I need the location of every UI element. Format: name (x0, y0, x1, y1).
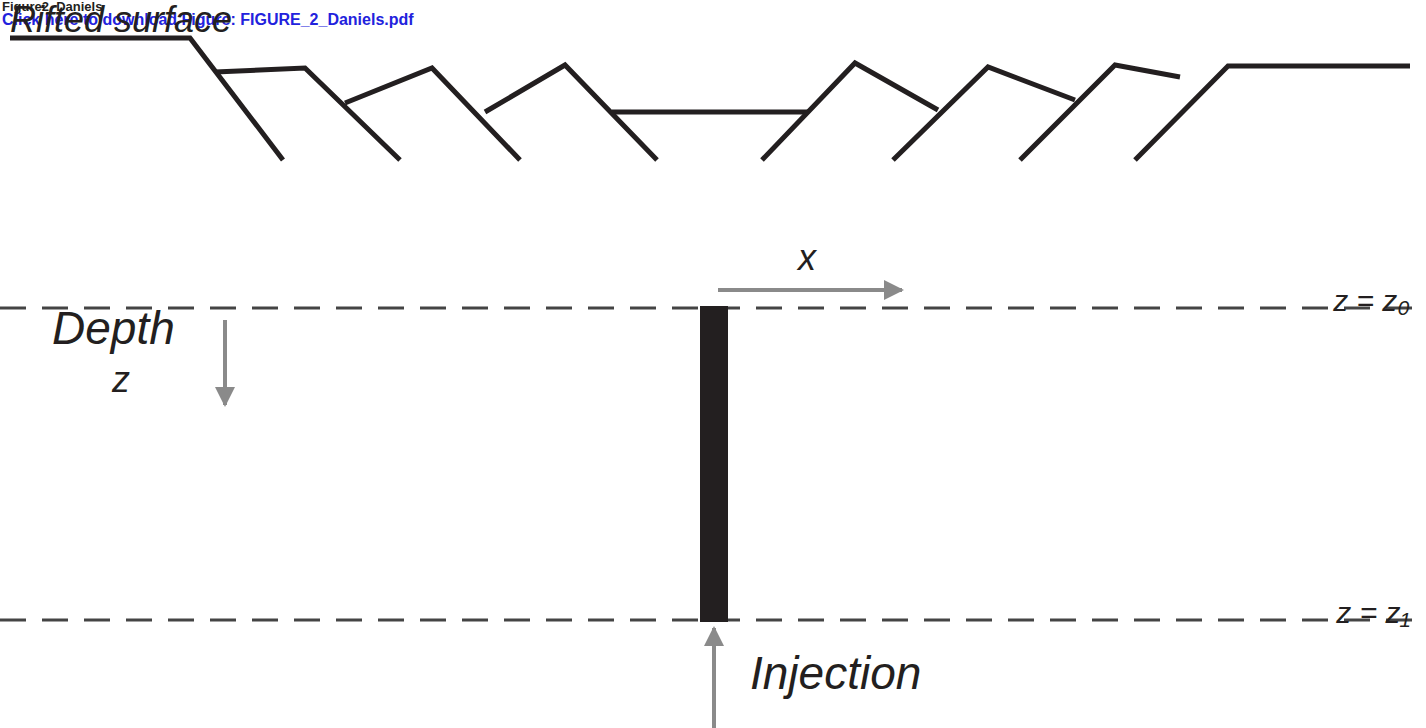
depth-level-label: z = z₁ (1336, 598, 1410, 628)
depth-level-label: z = z₀ (1333, 286, 1410, 316)
injection-arrow (712, 628, 716, 728)
depth-arrow (223, 320, 227, 405)
injection-label: Injection (750, 650, 921, 696)
axis-label: x (798, 240, 816, 276)
depth-label: Depth (52, 305, 175, 351)
rifted-surface (10, 38, 1410, 160)
axis-label: z (112, 362, 130, 398)
dike-bar (700, 306, 728, 622)
x-axis-arrow (718, 288, 902, 292)
surface-label: Rifted surface (10, 2, 232, 38)
